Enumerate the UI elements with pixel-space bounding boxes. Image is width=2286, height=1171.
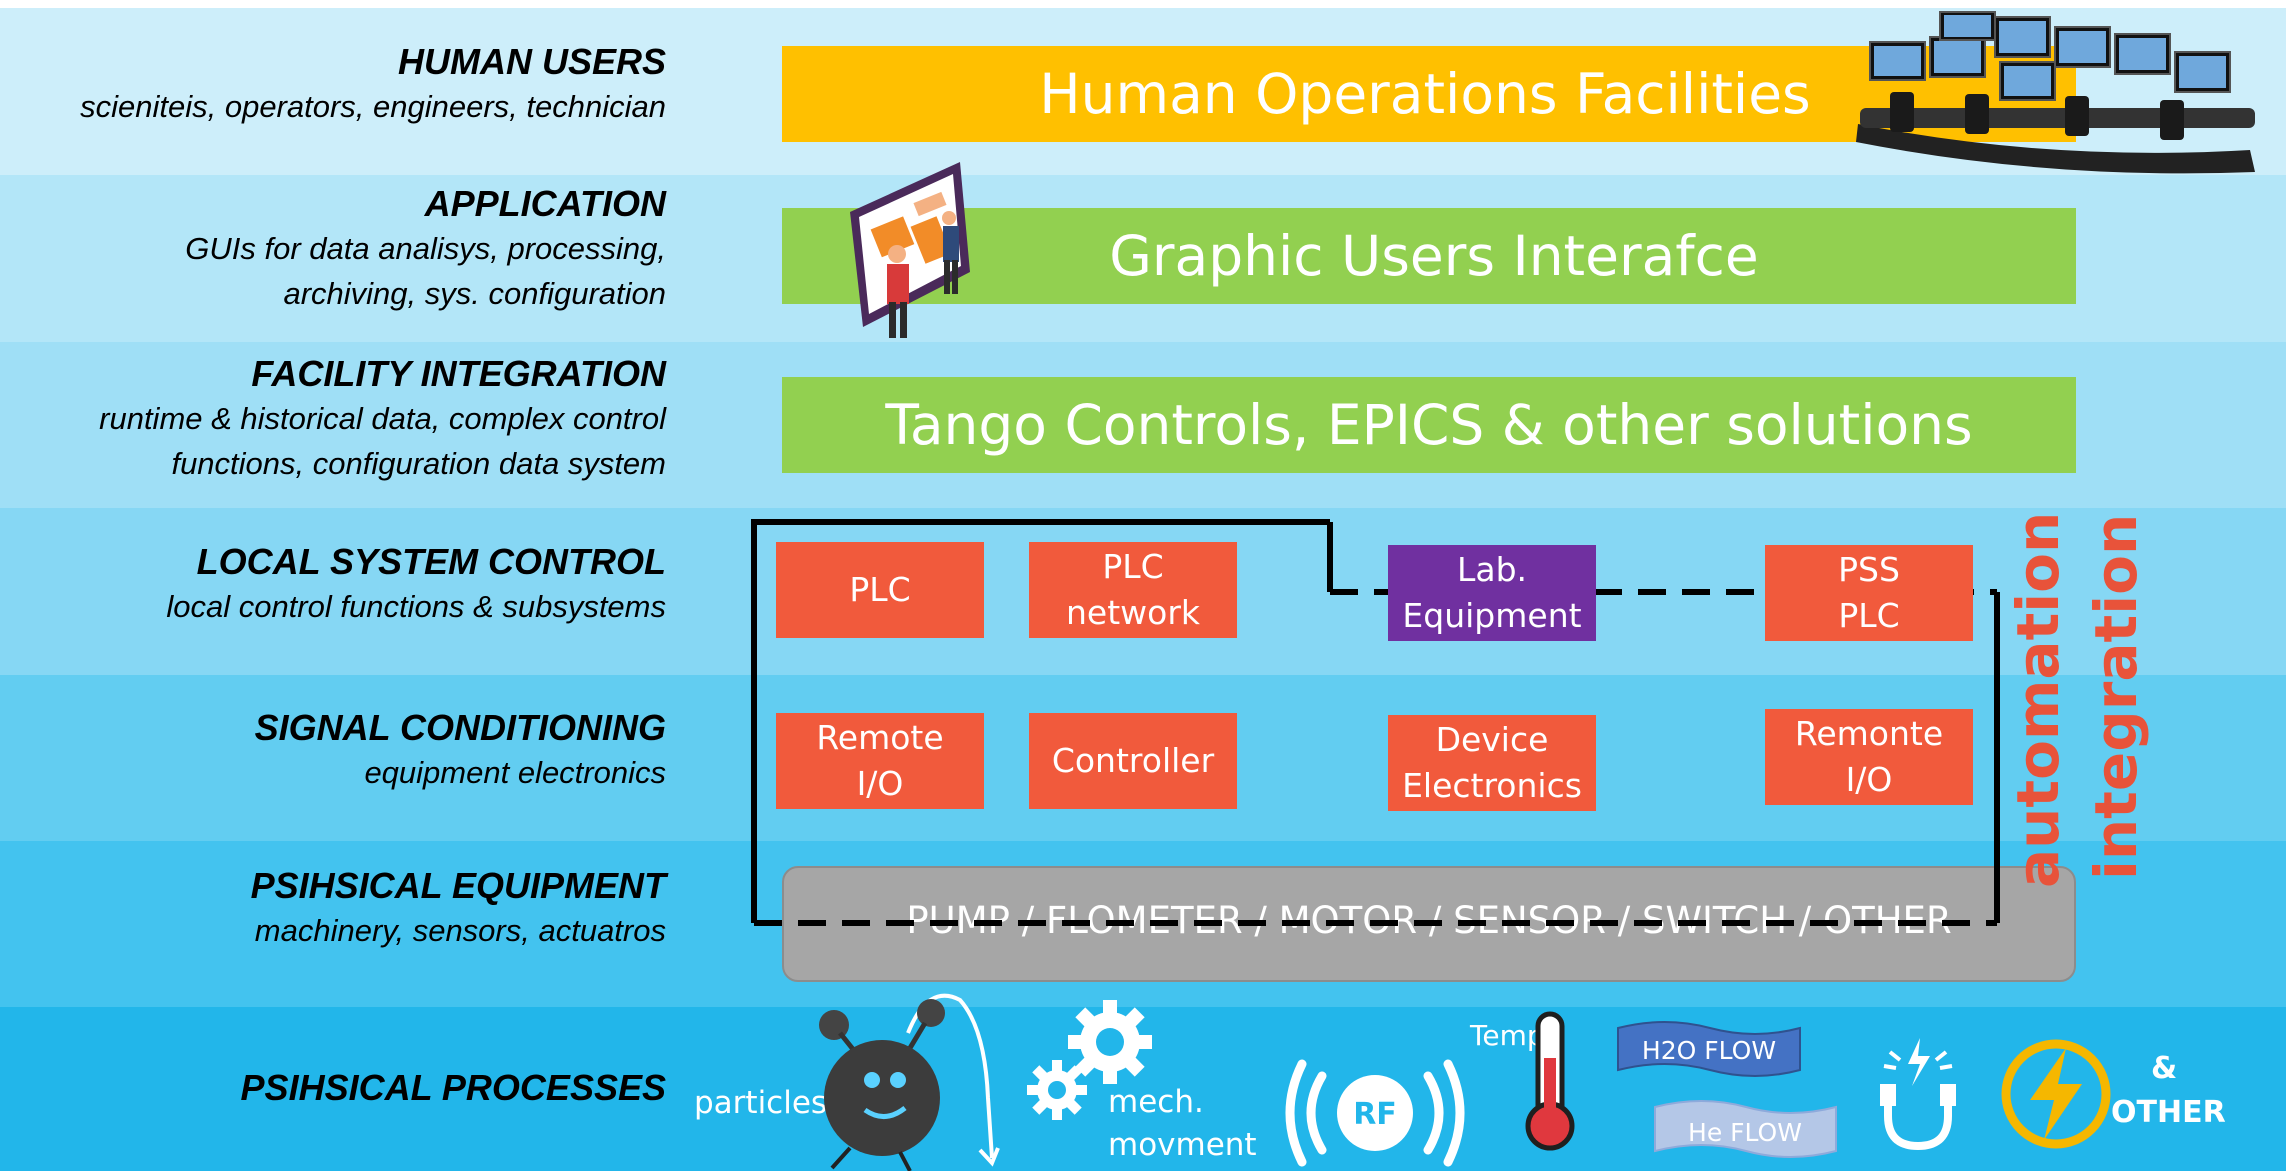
rf-icon: RF <box>1285 1059 1465 1167</box>
layer-subtitle: machinery, sensors, actuatros <box>254 913 666 948</box>
layer-title: FACILITY INTEGRATION <box>251 353 666 394</box>
layer-subtitle: runtime & historical data, complex contr… <box>99 401 666 436</box>
mech-label-2: movment <box>1108 1127 1257 1163</box>
thermometer-icon <box>1525 1011 1575 1151</box>
particles-label: particles <box>694 1085 828 1121</box>
integration-label: integration <box>2082 513 2150 880</box>
layer-title: SIGNAL CONDITIONING <box>254 707 666 748</box>
layer-title: APPLICATION <box>424 183 666 224</box>
layer-label-facility: FACILITY INTEGRATION runtime & historica… <box>0 352 666 486</box>
plc-box: PLC <box>776 542 984 638</box>
layer-label-equipment: PSIHSICAL EQUIPMENT machinery, sensors, … <box>0 864 666 953</box>
magnet-icon <box>1880 1038 1956 1151</box>
layer-subtitle: archiving, sys. configuration <box>283 276 666 311</box>
rf-label: RF <box>1353 1097 1397 1132</box>
particle-creature-icon <box>819 993 1000 1171</box>
other-label: OTHER <box>2111 1095 2226 1130</box>
lab-equipment-box: Lab. Equipment <box>1388 545 1596 641</box>
layer-subtitle: scieniteis, operators, engineers, techni… <box>80 89 666 124</box>
layer-label-processes: PSIHSICAL PROCESSES <box>0 1066 666 1110</box>
layer-label-local-control: LOCAL SYSTEM CONTROL local control funct… <box>0 540 666 629</box>
layer-title: LOCAL SYSTEM CONTROL <box>196 541 666 582</box>
gui-bar: Graphic Users Interafce <box>782 208 2076 304</box>
layer-title: HUMAN USERS <box>397 41 666 82</box>
layer-subtitle: equipment electronics <box>364 755 666 790</box>
layer-label-application: APPLICATION GUIs for data analisys, proc… <box>0 182 666 316</box>
gui-person-icon <box>850 162 970 338</box>
layer-title: PSIHSICAL EQUIPMENT <box>250 865 666 906</box>
device-electronics-box: Device Electronics <box>1388 715 1596 811</box>
mech-label-1: mech. <box>1108 1084 1204 1120</box>
h2o-label: H2O FLOW <box>1642 1036 1776 1065</box>
he-label: He FLOW <box>1688 1118 1802 1147</box>
other-amp-label: & <box>2151 1051 2178 1086</box>
h2o-flow-banner: H2O FLOW <box>1617 1021 1801 1077</box>
control-room-image <box>1856 11 2255 174</box>
layer-label-human-users: HUMAN USERS scieniteis, operators, engin… <box>0 40 666 129</box>
facility-bar: Tango Controls, EPICS & other solutions <box>782 377 2076 473</box>
layer-title: PSIHSICAL PROCESSES <box>240 1067 666 1108</box>
remonte-io-box: Remonte I/O <box>1765 709 1973 805</box>
lightning-icon <box>2001 1039 2111 1149</box>
layer-subtitle: GUIs for data analisys, processing, <box>185 231 666 266</box>
facility-label: Tango Controls, EPICS & other solutions <box>885 393 1973 457</box>
gears-icon <box>1027 1000 1152 1120</box>
plc-network-box: PLC network <box>1029 542 1237 638</box>
layer-label-signal: SIGNAL CONDITIONING equipment electronic… <box>0 706 666 795</box>
layer-subtitle: local control functions & subsystems <box>166 589 666 624</box>
he-flow-banner: He FLOW <box>1654 1100 1837 1158</box>
layer-subtitle: functions, configuration data system <box>171 446 666 481</box>
gui-label: Graphic Users Interafce <box>1109 224 1759 288</box>
pss-plc-box: PSS PLC <box>1765 545 1973 641</box>
remote-io-box: Remote I/O <box>776 713 984 809</box>
controller-box: Controller <box>1029 713 1237 809</box>
automation-label: automation <box>2004 511 2072 888</box>
human-operations-label: Human Operations Facilities <box>1039 62 1811 126</box>
